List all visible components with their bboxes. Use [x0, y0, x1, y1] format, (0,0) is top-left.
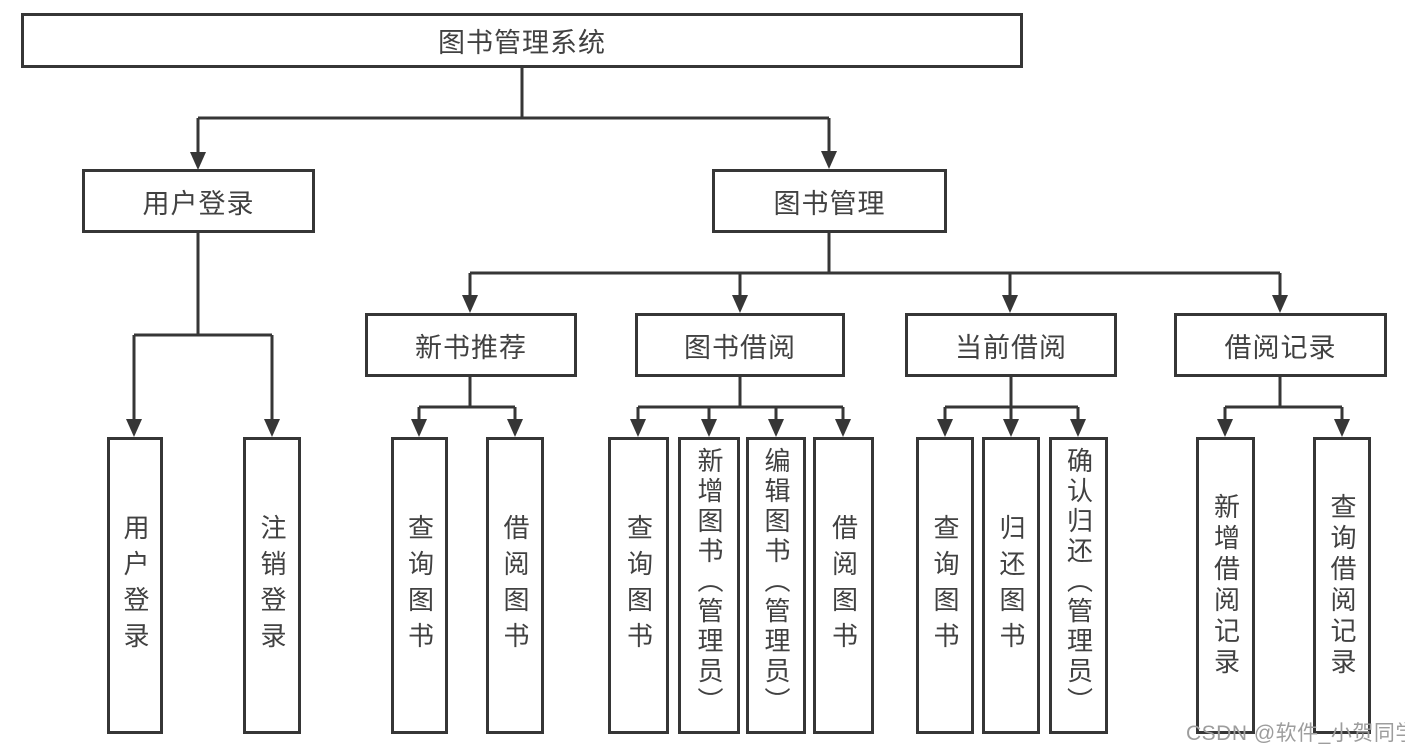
node-label: 新增图书（管理员）	[694, 447, 724, 717]
node-user-login: 用户登录	[82, 169, 315, 233]
node-leaf-query-borrow-record: 查询借阅记录	[1313, 437, 1371, 734]
node-label: 图书借阅	[684, 332, 796, 363]
node-borrow-records: 借阅记录	[1174, 313, 1387, 377]
node-leaf-query-books-3: 查询图书	[916, 437, 974, 734]
arrow-head	[701, 419, 717, 437]
node-current-borrow: 当前借阅	[905, 313, 1117, 377]
node-label: 查询图书	[623, 513, 654, 658]
connector-current-borrow-to-children	[937, 377, 1086, 437]
arrow-head	[126, 419, 142, 437]
arrow-head	[768, 419, 784, 437]
node-leaf-borrow-books-2: 借阅图书	[813, 437, 874, 734]
arrow-head	[1003, 419, 1019, 437]
node-label: 借阅图书	[828, 513, 859, 658]
node-leaf-logout: 注销登录	[243, 437, 301, 734]
arrow-head	[1070, 419, 1086, 437]
arrow-head	[821, 151, 837, 169]
node-leaf-user-login: 用户登录	[107, 437, 163, 734]
node-book-management: 图书管理	[712, 169, 947, 233]
node-label: 借阅图书	[500, 513, 530, 658]
node-label: 查询借阅记录	[1327, 492, 1357, 679]
node-leaf-return-books: 归还图书	[982, 437, 1040, 734]
node-label: 确认归还（管理员）	[1063, 447, 1094, 717]
arrow-head	[1334, 419, 1350, 437]
node-label: 借阅记录	[1224, 332, 1337, 363]
node-leaf-query-books-1: 查询图书	[391, 437, 448, 734]
node-label: 用户登录	[120, 513, 150, 658]
node-label: 新增借阅记录	[1210, 492, 1241, 679]
arrow-head	[835, 419, 851, 437]
connector-borrow-records-to-children	[1217, 377, 1350, 437]
node-label: 查询图书	[404, 513, 435, 658]
node-label: 查询图书	[930, 513, 960, 658]
arrow-head	[190, 152, 206, 170]
connector-root-to-level2	[190, 68, 837, 170]
node-label: 归还图书	[996, 513, 1026, 658]
watermark: CSDN @软件_小贺同学	[1186, 722, 1405, 745]
node-label: 用户登录	[142, 188, 255, 219]
node-label: 图书管理	[773, 188, 886, 219]
arrow-head	[732, 295, 748, 313]
node-root-system: 图书管理系统	[21, 13, 1023, 68]
node-label: 新书推荐	[415, 332, 527, 363]
node-leaf-add-book-admin: 新增图书（管理员）	[678, 437, 740, 734]
node-book-borrow: 图书借阅	[635, 313, 845, 377]
node-leaf-edit-book-admin: 编辑图书（管理员）	[746, 437, 806, 734]
node-new-book-recommend: 新书推荐	[365, 313, 577, 377]
node-leaf-query-books-2: 查询图书	[608, 437, 669, 734]
node-label: 图书管理系统	[438, 28, 606, 58]
arrow-head	[1002, 295, 1018, 313]
connector-book-mgmt-to-level3	[462, 233, 1288, 313]
arrow-head	[264, 419, 280, 437]
connector-user-login-to-children	[126, 233, 280, 437]
node-label: 编辑图书（管理员）	[761, 447, 791, 717]
arrow-head	[1272, 295, 1288, 313]
node-leaf-confirm-return-admin: 确认归还（管理员）	[1049, 437, 1108, 734]
arrow-head	[411, 419, 427, 437]
connector-new-book-to-children	[411, 377, 523, 437]
arrow-head	[937, 419, 953, 437]
arrow-head	[630, 419, 646, 437]
node-label: 注销登录	[257, 513, 287, 658]
node-label: 当前借阅	[955, 332, 1067, 363]
node-leaf-add-borrow-record: 新增借阅记录	[1196, 437, 1255, 734]
connector-book-borrow-to-children	[630, 377, 851, 437]
node-leaf-borrow-books-1: 借阅图书	[486, 437, 544, 734]
arrow-head	[507, 419, 523, 437]
arrow-head	[1217, 419, 1233, 437]
arrow-head	[462, 295, 478, 313]
